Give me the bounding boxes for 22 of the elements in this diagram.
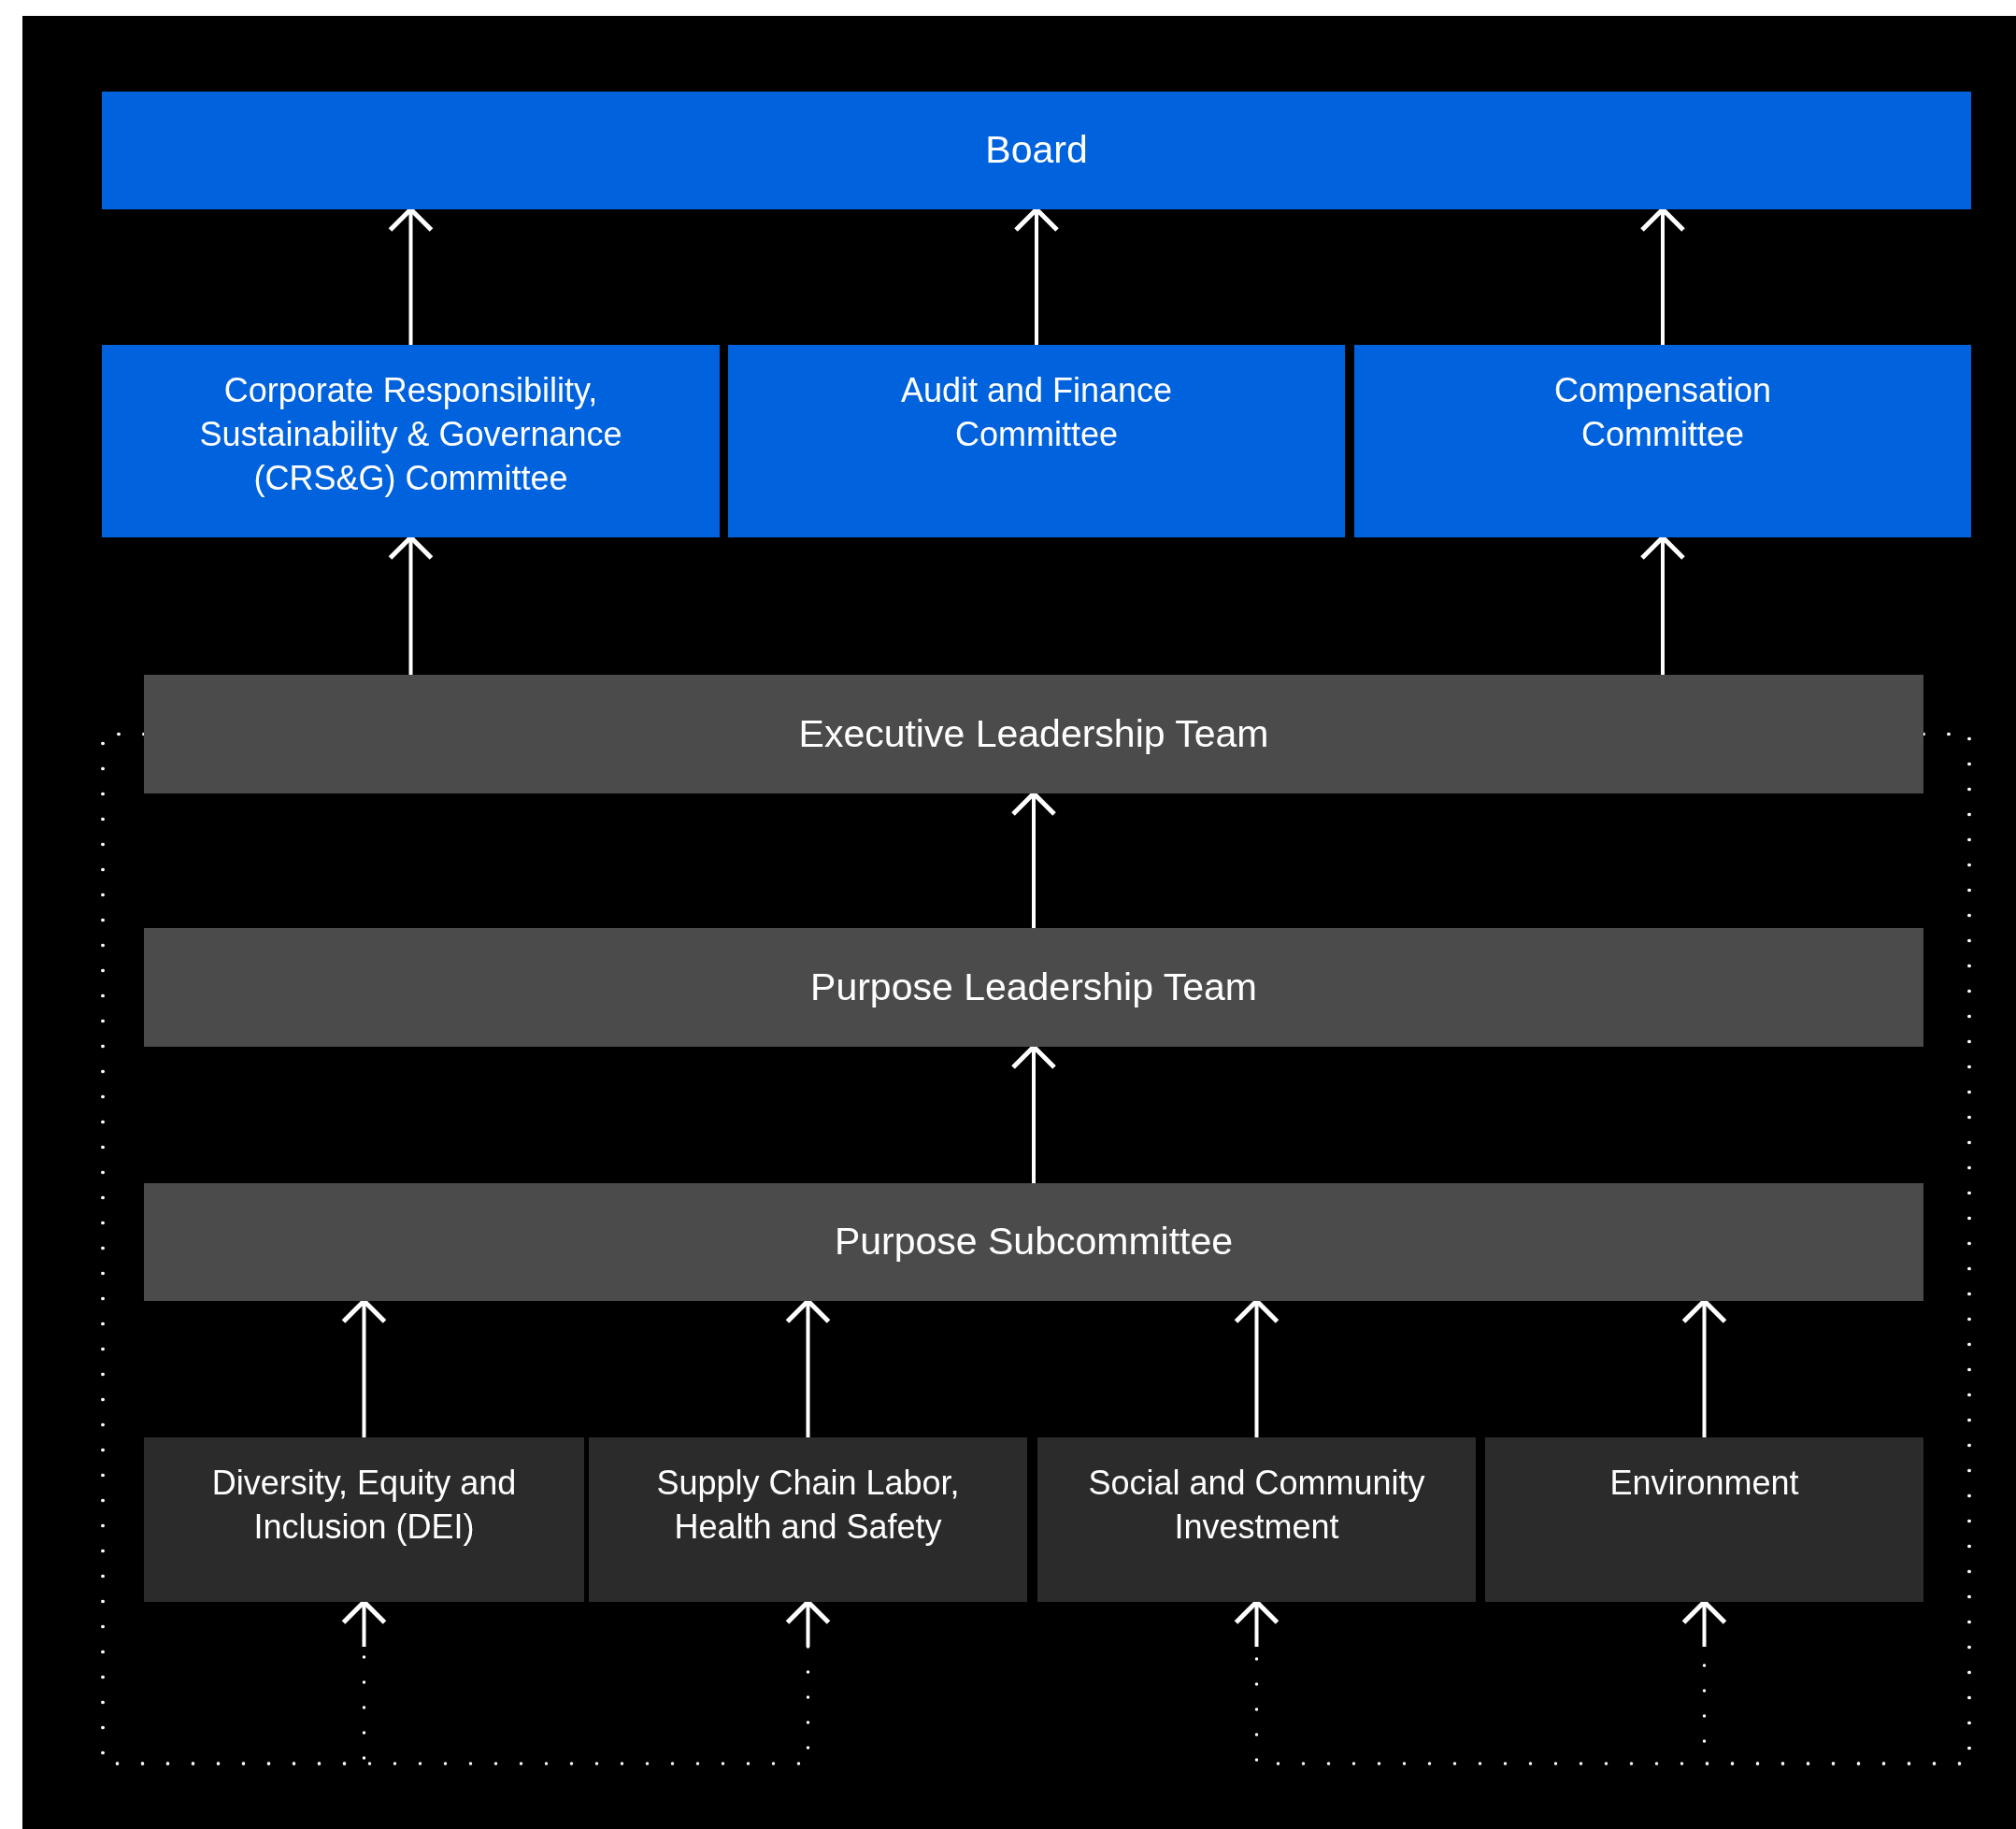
box-label: Corporate Responsibility, Sustainability & Governance (CRS&G) Committee [198,370,623,499]
box-label: Environment [1609,1463,1799,1504]
workstream-box [144,1437,584,1602]
box-label: Purpose Leadership Team [810,964,1257,1010]
box-label: Audit and Finance Committee [899,370,1174,455]
subcommittee-box [144,1183,1923,1301]
box-label: Social and Community Investment [1087,1463,1426,1548]
board-box [102,92,1971,209]
workstream-box [1485,1437,1923,1602]
workstream-box [589,1437,1027,1602]
box-label: Diversity, Equity and Inclusion (DEI) [210,1463,518,1548]
team-box [144,675,1923,793]
box-label: Supply Chain Labor, Health and Safety [655,1463,961,1548]
committee-box [102,345,720,537]
box-label: Executive Leadership Team [798,710,1269,757]
team-box [144,928,1923,1047]
committee-box [728,345,1345,537]
box-label: Board [985,127,1088,174]
box-label: Purpose Subcommittee [834,1219,1234,1265]
workstream-box [1037,1437,1476,1602]
committee-box [1354,345,1971,537]
box-label: Compensation Committee [1552,370,1773,455]
